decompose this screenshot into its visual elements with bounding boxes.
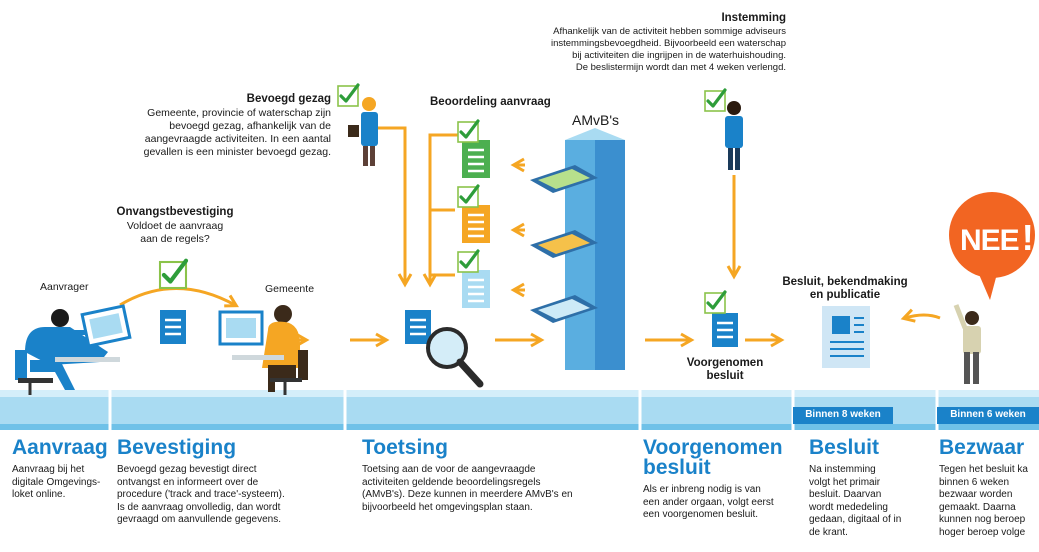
- bevoegd-gezag-line: aangevraagde activiteiten. In een aantal: [144, 133, 331, 145]
- stage-text-line: gedaan, digitaal of in: [809, 514, 902, 525]
- stage-bevestiging: Bevestiging Bevoegd gezag bevestigt dire…: [117, 436, 342, 527]
- deadline-box-besluit: [793, 407, 893, 424]
- stage-text-line: een voorgenomen besluit.: [643, 509, 759, 520]
- stage-text-line: gemaakt. Daarna: [939, 501, 1016, 513]
- ontvangst-text: Voldoet de aanvraag aan de regels?: [100, 220, 250, 246]
- stage-text-line: Na instemming: [809, 464, 876, 475]
- publication-document: [822, 306, 870, 368]
- stage-text-line: procedure ('track and trace'-systeem).: [117, 489, 285, 500]
- stage-aanvraag: Aanvraag Aanvraag bij het digitale Omgev…: [12, 436, 108, 502]
- stage-text-line: ontvangst en informeert over de: [117, 476, 259, 488]
- stage-title: Bezwaar: [939, 438, 1025, 459]
- stage-besluit: Besluit Na instemming volgt het primair …: [809, 436, 934, 539]
- amvb-label: AMvB's: [572, 112, 620, 128]
- stage-title: Besluit: [809, 436, 880, 459]
- deadline-besluit: Binnen 8 weken: [805, 409, 881, 420]
- instemming-line: instemmingsbevoegdheid. Bijvoorbeeld een…: [550, 38, 786, 49]
- stage-text-line: de krant.: [809, 526, 848, 538]
- instemming-line: De beslistermijn wordt dan met 4 weken v…: [575, 62, 786, 73]
- stage-text-line: besluit. Daarvan: [809, 489, 882, 500]
- stage-text-line: Als er inbreng nodig is van: [643, 484, 761, 495]
- stage-text-line: digitale Omgevings-: [12, 476, 101, 488]
- stage-text-line: gevraagd om aanvullende gegevens.: [117, 514, 282, 525]
- bevoegd-gezag-line: gevallen is een minister bevoegd gezag.: [143, 146, 331, 158]
- gemeente-label: Gemeente: [265, 283, 315, 295]
- nee-bubble-text: NEE!: [960, 217, 1034, 259]
- stage-text-line: (AMvB's). Deze kunnen in meerdere AMvB's…: [362, 489, 573, 500]
- gemeente-figure: [218, 305, 308, 395]
- aanvrager-computer: [80, 304, 132, 348]
- bevoegd-gezag-text: Gemeente, provincie of waterschap zijn b…: [144, 107, 331, 159]
- stage-title: Toetsing: [362, 436, 448, 459]
- stage-text-line: bezwaar worden: [939, 489, 1013, 500]
- stage-text: Aanvraag bij het digitale Omgevings- lok…: [12, 464, 107, 502]
- instemming-text: Afhankelijk van de activiteit hebben som…: [551, 26, 786, 74]
- bevoegd-gezag-title: Bevoegd gezag: [246, 93, 331, 105]
- stage-text-line: hoger beroep volge: [939, 526, 1026, 538]
- stage-text-line: binnen 6 weken: [939, 476, 1010, 488]
- ontvangst-title: Onvangstbevestiging: [116, 206, 234, 218]
- voorgenomen-document: [712, 313, 738, 347]
- stage-text: Na instemming volgt het primair besluit.…: [809, 464, 934, 539]
- stage-title: Voorgenomen besluit: [643, 436, 791, 479]
- beoordeling-label: Beoordeling aanvraag: [430, 96, 551, 108]
- instemming-figure: [725, 101, 743, 170]
- stage-title: Bevestiging: [117, 436, 237, 459]
- stage-text-line: volgt het primair: [809, 476, 881, 488]
- ontvangst-line: Voldoet de aanvraag: [126, 220, 224, 232]
- instemming-line: Afhankelijk van de activiteit hebben som…: [553, 26, 786, 37]
- voorgenomen-besluit-line: besluit: [706, 370, 744, 382]
- stage-text: Bevoegd gezag bevestigt direct ontvangst…: [117, 464, 342, 527]
- bevoegd-gezag-line: Gemeente, provincie of waterschap zijn: [147, 107, 331, 119]
- review-documents: [462, 140, 490, 308]
- stage-text-line: Bevoegd gezag bevestigt direct: [117, 464, 257, 475]
- stage-text-line: een ander orgaan, volgt eerst: [643, 496, 774, 508]
- besluit-publicatie-line: en publicatie: [809, 289, 881, 301]
- stage-toetsing: Toetsing Toetsing aan de voor de aangevr…: [362, 436, 632, 514]
- stage-text-line: bijvoorbeeld het omgevingsplan staan.: [362, 501, 533, 513]
- deadline-box-bezwaar: [937, 407, 1039, 424]
- aanvrager-figure: [15, 309, 120, 395]
- stage-text: Toetsing aan de voor de aangevraagde act…: [362, 464, 632, 514]
- review-arrows: [378, 126, 742, 298]
- voorgenomen-besluit-label: Voorgenomen besluit: [675, 357, 775, 383]
- stage-text: Tegen het besluit ka binnen 6 weken bezw…: [939, 464, 1039, 539]
- stage-text-line: activiteiten geldende beoordelingsregels: [362, 476, 541, 488]
- stage-title: Aanvraag: [12, 436, 108, 459]
- bevoegd-gezag-line: bevoegd gezag, afhankelijk van de: [169, 120, 331, 132]
- nee-text: NEE: [960, 224, 1020, 257]
- besluit-publicatie-line: Besluit, bekendmaking: [782, 276, 908, 288]
- stage-bezwaar: Bezwaar Tegen het besluit ka binnen 6 we…: [939, 438, 1039, 539]
- stage-text-line: Toetsing aan de voor de aangevraagde: [362, 464, 536, 475]
- stage-text-line: Is de aanvraag onvolledig, dan wordt: [117, 501, 281, 513]
- stage-text-line: Aanvraag bij het: [12, 464, 85, 475]
- instemming-line: bij activiteiten die ingrijpen in de wat…: [572, 50, 786, 61]
- stage-text-line: loket online.: [12, 489, 66, 500]
- stage-text-line: wordt mededeling: [809, 501, 888, 513]
- stage-title-line: Voorgenomen: [643, 436, 783, 459]
- ontvangst-line: aan de regels?: [140, 233, 210, 245]
- amvb-cabinet: [530, 128, 625, 370]
- stage-voorgenomen-besluit: Voorgenomen besluit Als er inbreng nodig…: [643, 436, 791, 522]
- timeline-band: [0, 390, 1039, 430]
- bevoegd-gezag-figure: [348, 97, 378, 166]
- instemming-title: Instemming: [721, 12, 786, 24]
- review-magnifier: [405, 310, 484, 388]
- stage-text-line: Tegen het besluit ka: [939, 464, 1028, 475]
- confirmation-document: [160, 310, 186, 344]
- besluit-publicatie-label: Besluit, bekendmaking en publicatie: [770, 276, 920, 302]
- bezwaar-figure: [949, 192, 1035, 384]
- deadline-bezwaar: Binnen 6 weken: [950, 409, 1026, 420]
- aanvrager-label: Aanvrager: [40, 281, 89, 293]
- stage-text: Als er inbreng nodig is van een ander or…: [643, 484, 791, 522]
- stage-title-line: besluit: [643, 456, 711, 479]
- nee-exclamation: !: [1021, 217, 1034, 258]
- stage-text-line: kunnen nog beroep: [939, 514, 1026, 525]
- voorgenomen-besluit-line: Voorgenomen: [686, 357, 764, 369]
